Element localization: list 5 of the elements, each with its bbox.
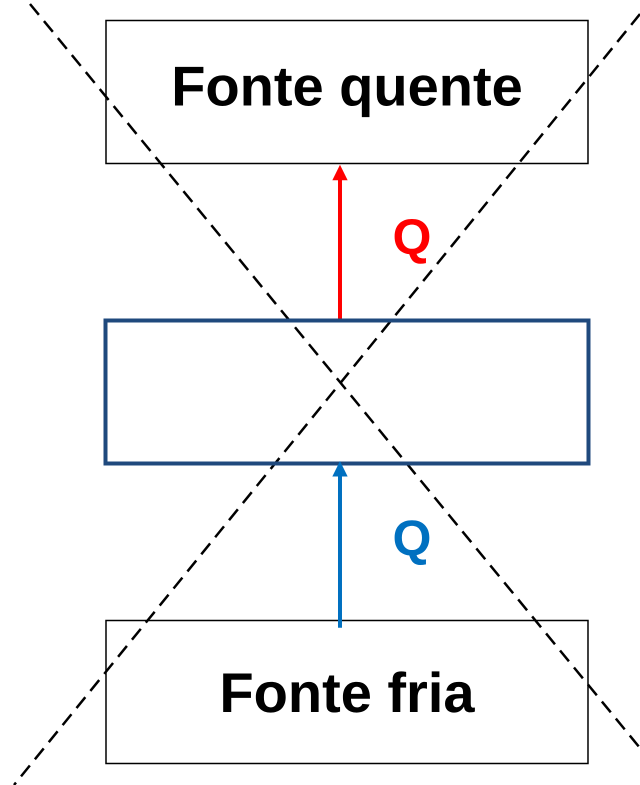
text-box: Fonte fria — [105, 620, 589, 764]
edge-label: Q — [394, 520, 430, 565]
text-box: Fonte quente — [105, 20, 589, 164]
empty-box — [104, 318, 590, 466]
edge-label: Q — [394, 219, 430, 264]
